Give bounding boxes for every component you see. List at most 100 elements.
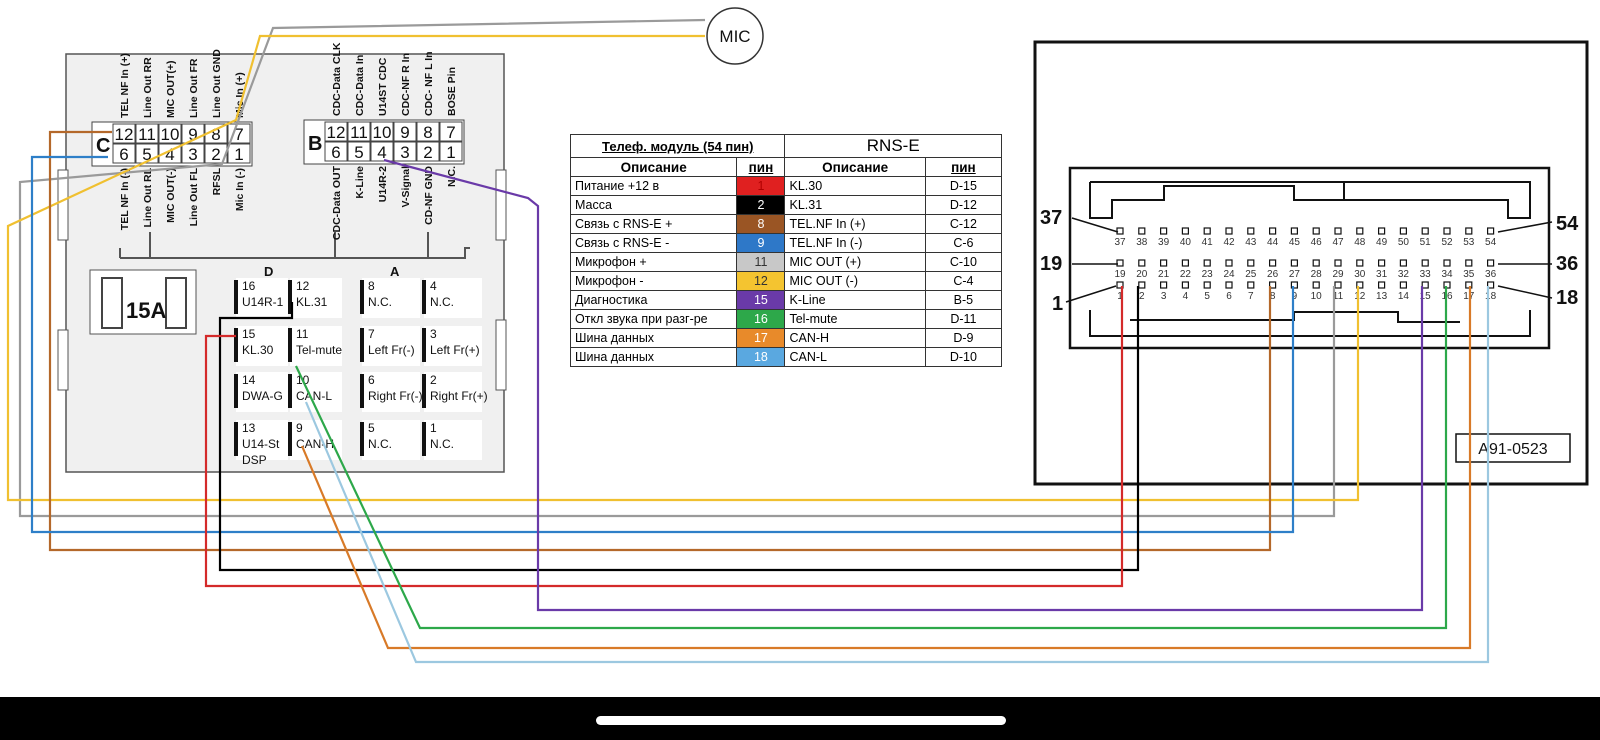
pin-contact	[422, 374, 426, 408]
b-top-label: CDC-Data CLK	[331, 42, 343, 116]
row-pin: 16	[736, 309, 786, 329]
rc-pin-number: 38	[1136, 237, 1148, 248]
rc-pin-number: 18	[1485, 291, 1497, 302]
c-bottom-cell	[112, 143, 136, 164]
wire-green	[295, 286, 1448, 630]
rc-pin-number: 47	[1332, 237, 1344, 248]
rc-pin	[1159, 281, 1168, 289]
wire-lightblue	[304, 286, 1490, 664]
pin-name-line2: DSP	[242, 453, 267, 467]
connector-rail	[119, 232, 470, 259]
c-top-pin: 10	[161, 125, 180, 144]
c-bottom-pin: 1	[234, 145, 243, 164]
rc-pin	[1377, 227, 1386, 235]
c-top-cell	[135, 123, 159, 144]
rc-pin	[1334, 227, 1342, 235]
b-top-label: CDC- NF L In	[423, 51, 435, 116]
pin-name: Right Fr(+)	[430, 389, 488, 403]
c-bottom-cell	[181, 143, 205, 164]
rc-pin-number: 44	[1267, 237, 1279, 248]
part-number: A91-0523	[1478, 441, 1547, 458]
b-bottom-pin: 3	[400, 143, 409, 162]
c-bottom-pin: 4	[165, 145, 174, 164]
pin-name: N.C.	[430, 295, 454, 309]
row-desc: Шина данных	[569, 328, 738, 348]
pin-contact	[360, 328, 364, 362]
c-top-pin: 11	[138, 125, 156, 144]
rc-pin-number: 49	[1376, 237, 1388, 248]
rc-pin	[1399, 259, 1408, 267]
rc-pin-number: 26	[1267, 269, 1279, 280]
pin-contact	[422, 280, 426, 314]
rc-pin	[1181, 259, 1190, 267]
row-rns-desc: MIC OUT (-)	[784, 271, 926, 291]
rc-pin	[1159, 259, 1168, 267]
b-bottom-label: N.C.	[446, 166, 458, 187]
rc-pin-number: 41	[1202, 237, 1214, 248]
rc-pin-number: 16	[1441, 291, 1453, 302]
pin-cell	[236, 326, 288, 366]
rc-pin-number: 1	[1117, 291, 1123, 302]
rc-pin	[1465, 259, 1473, 267]
rc-pin	[1486, 227, 1495, 235]
rc-pin-number: 24	[1223, 269, 1235, 280]
pin-number: 9	[296, 421, 303, 435]
pin-number: 11	[296, 327, 309, 341]
rc-pin	[1443, 259, 1451, 267]
pin-cell	[424, 372, 482, 412]
rc-pin	[1312, 227, 1320, 235]
rc-pin	[1138, 259, 1146, 267]
rc-pin-number: 4	[1183, 291, 1189, 302]
pin-contact	[360, 422, 364, 456]
row-rns-pin: D-15	[924, 176, 1003, 196]
rc-pin-number: 19	[1114, 269, 1126, 280]
rc-pin	[1138, 227, 1146, 235]
rc-pin	[1247, 259, 1255, 267]
row-rns-pin: D-12	[924, 195, 1003, 215]
rc-left-label-37: 37	[1040, 207, 1062, 229]
rc-pin-number: 35	[1463, 269, 1475, 280]
pin-number: 2	[430, 373, 437, 387]
b-block-letter: B	[308, 133, 322, 155]
part-number-box	[1455, 433, 1571, 463]
pin-name: CAN-H	[296, 437, 334, 451]
b-bottom-label: U14R-2	[377, 166, 389, 202]
rc-pin	[1203, 227, 1211, 235]
rc-pin-number: 21	[1158, 269, 1170, 280]
row-rns-desc: TEL.NF In (-)	[784, 233, 926, 253]
row-rns-desc: CAN-L	[784, 347, 926, 367]
rc-pin	[1225, 281, 1233, 289]
home-indicator[interactable]	[596, 716, 1006, 725]
rc-pin-number: 37	[1114, 237, 1126, 248]
b-bottom-label: V-Signal	[400, 166, 412, 208]
rc-pin	[1465, 227, 1473, 235]
row-rns-pin: C-6	[924, 233, 1003, 253]
row-desc: Микрофон +	[569, 252, 738, 272]
fuse-clip-right	[165, 277, 187, 329]
rc-pin	[1268, 281, 1277, 289]
b-top-pin: 7	[446, 123, 455, 142]
b-top-pin: 12	[327, 123, 346, 142]
pin-number: 15	[242, 327, 256, 341]
pin-name: Tel-mute	[296, 343, 342, 357]
mic-label: MIC	[719, 27, 750, 46]
rc-pin-number: 20	[1136, 269, 1148, 280]
rc-pin	[1421, 227, 1429, 235]
c-top-pin: 12	[115, 125, 134, 144]
row-desc: Масса	[569, 195, 738, 215]
col-desc-right: Описание	[784, 157, 926, 177]
b-top-pin: 10	[373, 123, 392, 142]
rc-right-label-18: 18	[1556, 287, 1578, 309]
pin-contact	[422, 328, 426, 362]
c-bottom-pin: 5	[142, 145, 151, 164]
pin-number: 7	[368, 327, 375, 341]
b-bottom-pin: 1	[446, 143, 455, 162]
c-bottom-label: Line Out RL	[142, 167, 154, 227]
pin-contact	[360, 280, 364, 314]
pin-number: 16	[242, 279, 256, 293]
